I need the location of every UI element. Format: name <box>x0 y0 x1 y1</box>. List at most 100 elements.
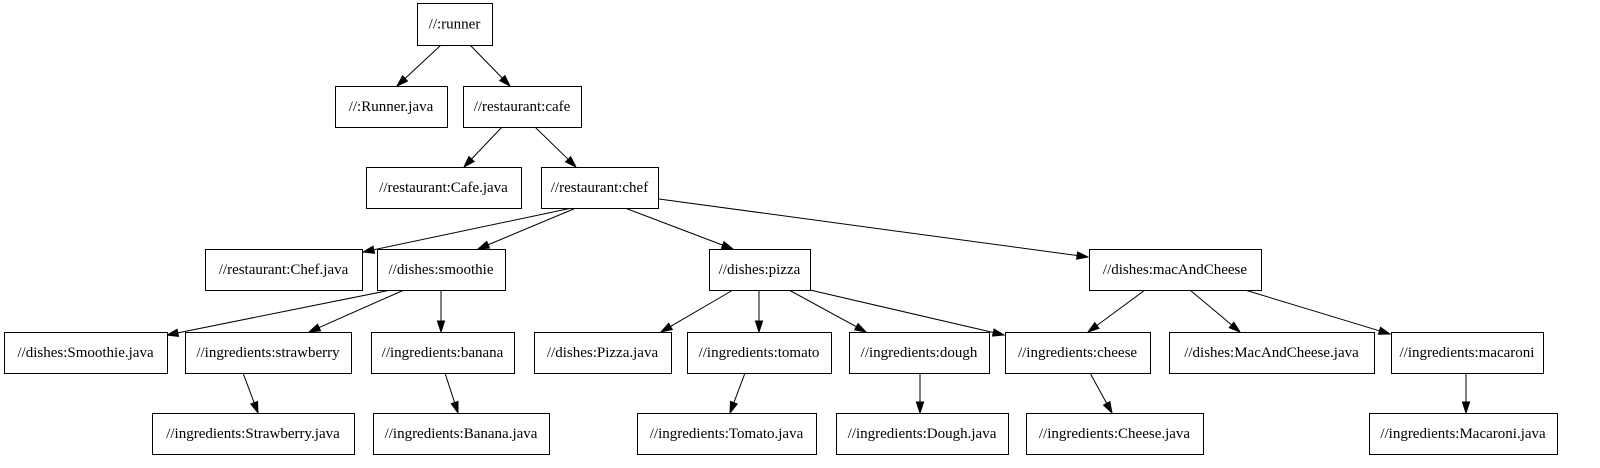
node-label: //ingredients:Banana.java <box>385 426 538 442</box>
graph-node-tomato_java[interactable]: //ingredients:Tomato.java <box>637 413 817 455</box>
graph-edge <box>624 207 735 250</box>
edge-line <box>444 372 456 403</box>
graph-node-smoothie_java[interactable]: //dishes:Smoothie.java <box>4 332 168 374</box>
node-box[interactable] <box>687 332 832 374</box>
node-box[interactable] <box>1026 413 1204 455</box>
node-box[interactable] <box>1369 413 1558 455</box>
node-label: //dishes:MacAndCheese.java <box>1184 345 1359 361</box>
graph-node-macaroni_java[interactable]: //ingredients:Macaroni.java <box>1369 413 1558 455</box>
graph-node-ing_dough[interactable]: //ingredients:dough <box>849 332 990 374</box>
node-box[interactable] <box>417 3 493 46</box>
edge-line <box>733 372 746 403</box>
edge-arrowhead-icon <box>1377 326 1392 335</box>
node-label: //ingredients:macaroni <box>1400 345 1535 361</box>
node-box[interactable] <box>366 167 522 209</box>
graph-edge <box>1244 289 1392 335</box>
graph-node-ing_strawberry[interactable]: //ingredients:strawberry <box>185 332 352 374</box>
graph-node-runner[interactable]: //:runner <box>417 3 493 46</box>
node-box[interactable] <box>205 249 363 291</box>
graph-node-runner_java[interactable]: //:Runner.java <box>335 86 448 128</box>
node-box[interactable] <box>1169 332 1375 374</box>
node-box[interactable] <box>373 413 550 455</box>
edge-arrowhead-icon <box>915 401 925 415</box>
edge-arrowhead-icon <box>395 75 409 88</box>
graph-node-ing_macaroni[interactable]: //ingredients:macaroni <box>1391 332 1544 374</box>
node-box[interactable] <box>1089 249 1262 291</box>
node-box[interactable] <box>463 86 582 128</box>
node-label: //ingredients:strawberry <box>196 345 340 361</box>
graph-edge <box>307 289 405 333</box>
node-label: //dishes:smoothie <box>389 262 494 278</box>
node-box[interactable] <box>534 332 672 374</box>
edge-arrowhead-icon <box>564 155 578 169</box>
graph-edge <box>788 289 868 333</box>
edge-arrowhead-icon <box>1076 251 1090 260</box>
graph-node-cafe_java[interactable]: //restaurant:Cafe.java <box>366 167 522 209</box>
edge-arrowhead-icon <box>450 400 459 415</box>
graph-node-dishes_smoothie[interactable]: //dishes:smoothie <box>377 249 506 291</box>
graph-node-pizza_java[interactable]: //dishes:Pizza.java <box>534 332 672 374</box>
edge-arrowhead-icon <box>729 400 739 415</box>
node-label: //restaurant:Cafe.java <box>379 180 508 196</box>
graph-node-ing_banana[interactable]: //ingredients:banana <box>371 332 515 374</box>
graph-node-restaurant_cafe[interactable]: //restaurant:cafe <box>463 86 582 128</box>
edge-line <box>373 207 573 251</box>
edge-arrowhead-icon <box>1102 400 1113 415</box>
edge-arrowhead-icon <box>436 320 446 334</box>
graph-node-mac_java[interactable]: //dishes:MacAndCheese.java <box>1169 332 1375 374</box>
node-label: //dishes:Smoothie.java <box>17 345 154 361</box>
edge-line <box>624 207 723 246</box>
edge-arrowhead-icon <box>361 245 376 254</box>
node-label: //restaurant:cafe <box>474 99 571 115</box>
graph-edge <box>242 372 259 415</box>
edge-line <box>534 126 569 160</box>
node-box[interactable] <box>152 413 355 455</box>
node-box[interactable] <box>377 249 506 291</box>
node-label: //restaurant:chef <box>551 180 648 196</box>
edge-line <box>1189 289 1232 326</box>
edge-line <box>788 289 857 328</box>
node-label: //ingredients:banana <box>382 345 504 361</box>
node-box[interactable] <box>1005 332 1151 374</box>
graph-edge <box>395 44 442 88</box>
node-box[interactable] <box>1391 332 1544 374</box>
graph-node-strawberry_java[interactable]: //ingredients:Strawberry.java <box>152 413 355 455</box>
graph-node-banana_java[interactable]: //ingredients:Banana.java <box>373 413 550 455</box>
edge-arrowhead-icon <box>659 322 674 333</box>
node-box[interactable] <box>185 332 352 374</box>
graph-edge <box>729 372 746 415</box>
graph-edge <box>658 198 1090 260</box>
node-label: //ingredients:Macaroni.java <box>1380 426 1546 442</box>
node-label: //:Runner.java <box>349 99 434 115</box>
edge-arrowhead-icon <box>720 240 735 250</box>
graph-edge <box>361 207 573 254</box>
node-box[interactable] <box>849 332 990 374</box>
node-box[interactable] <box>836 413 1009 455</box>
edge-line <box>471 126 503 160</box>
graph-node-cheese_java[interactable]: //ingredients:Cheese.java <box>1026 413 1204 455</box>
graph-node-dishes_pizza[interactable]: //dishes:pizza <box>709 249 811 291</box>
edge-arrowhead-icon <box>1086 321 1100 333</box>
edge-arrowhead-icon <box>853 322 868 333</box>
node-box[interactable] <box>335 86 448 128</box>
edge-arrowhead-icon <box>754 320 764 334</box>
node-label: //:runner <box>429 16 481 32</box>
graph-node-restaurant_chef[interactable]: //restaurant:chef <box>541 167 659 209</box>
edge-line <box>670 289 734 327</box>
graph-node-ing_cheese[interactable]: //ingredients:cheese <box>1005 332 1151 374</box>
graph-node-dishes_mac[interactable]: //dishes:macAndCheese <box>1089 249 1262 291</box>
graph-node-chef_java[interactable]: //restaurant:Chef.java <box>205 249 363 291</box>
graph-edge <box>476 207 577 250</box>
node-box[interactable] <box>637 413 817 455</box>
node-label: //ingredients:Strawberry.java <box>166 426 340 442</box>
node-box[interactable] <box>371 332 515 374</box>
node-box[interactable] <box>541 167 659 209</box>
node-label: //ingredients:Tomato.java <box>650 426 804 442</box>
graph-node-ing_tomato[interactable]: //ingredients:tomato <box>687 332 832 374</box>
edge-line <box>1096 289 1146 326</box>
node-box[interactable] <box>709 249 811 291</box>
graph-edge <box>436 290 446 334</box>
node-box[interactable] <box>4 332 168 374</box>
edge-line <box>487 207 577 246</box>
graph-node-dough_java[interactable]: //ingredients:Dough.java <box>836 413 1009 455</box>
